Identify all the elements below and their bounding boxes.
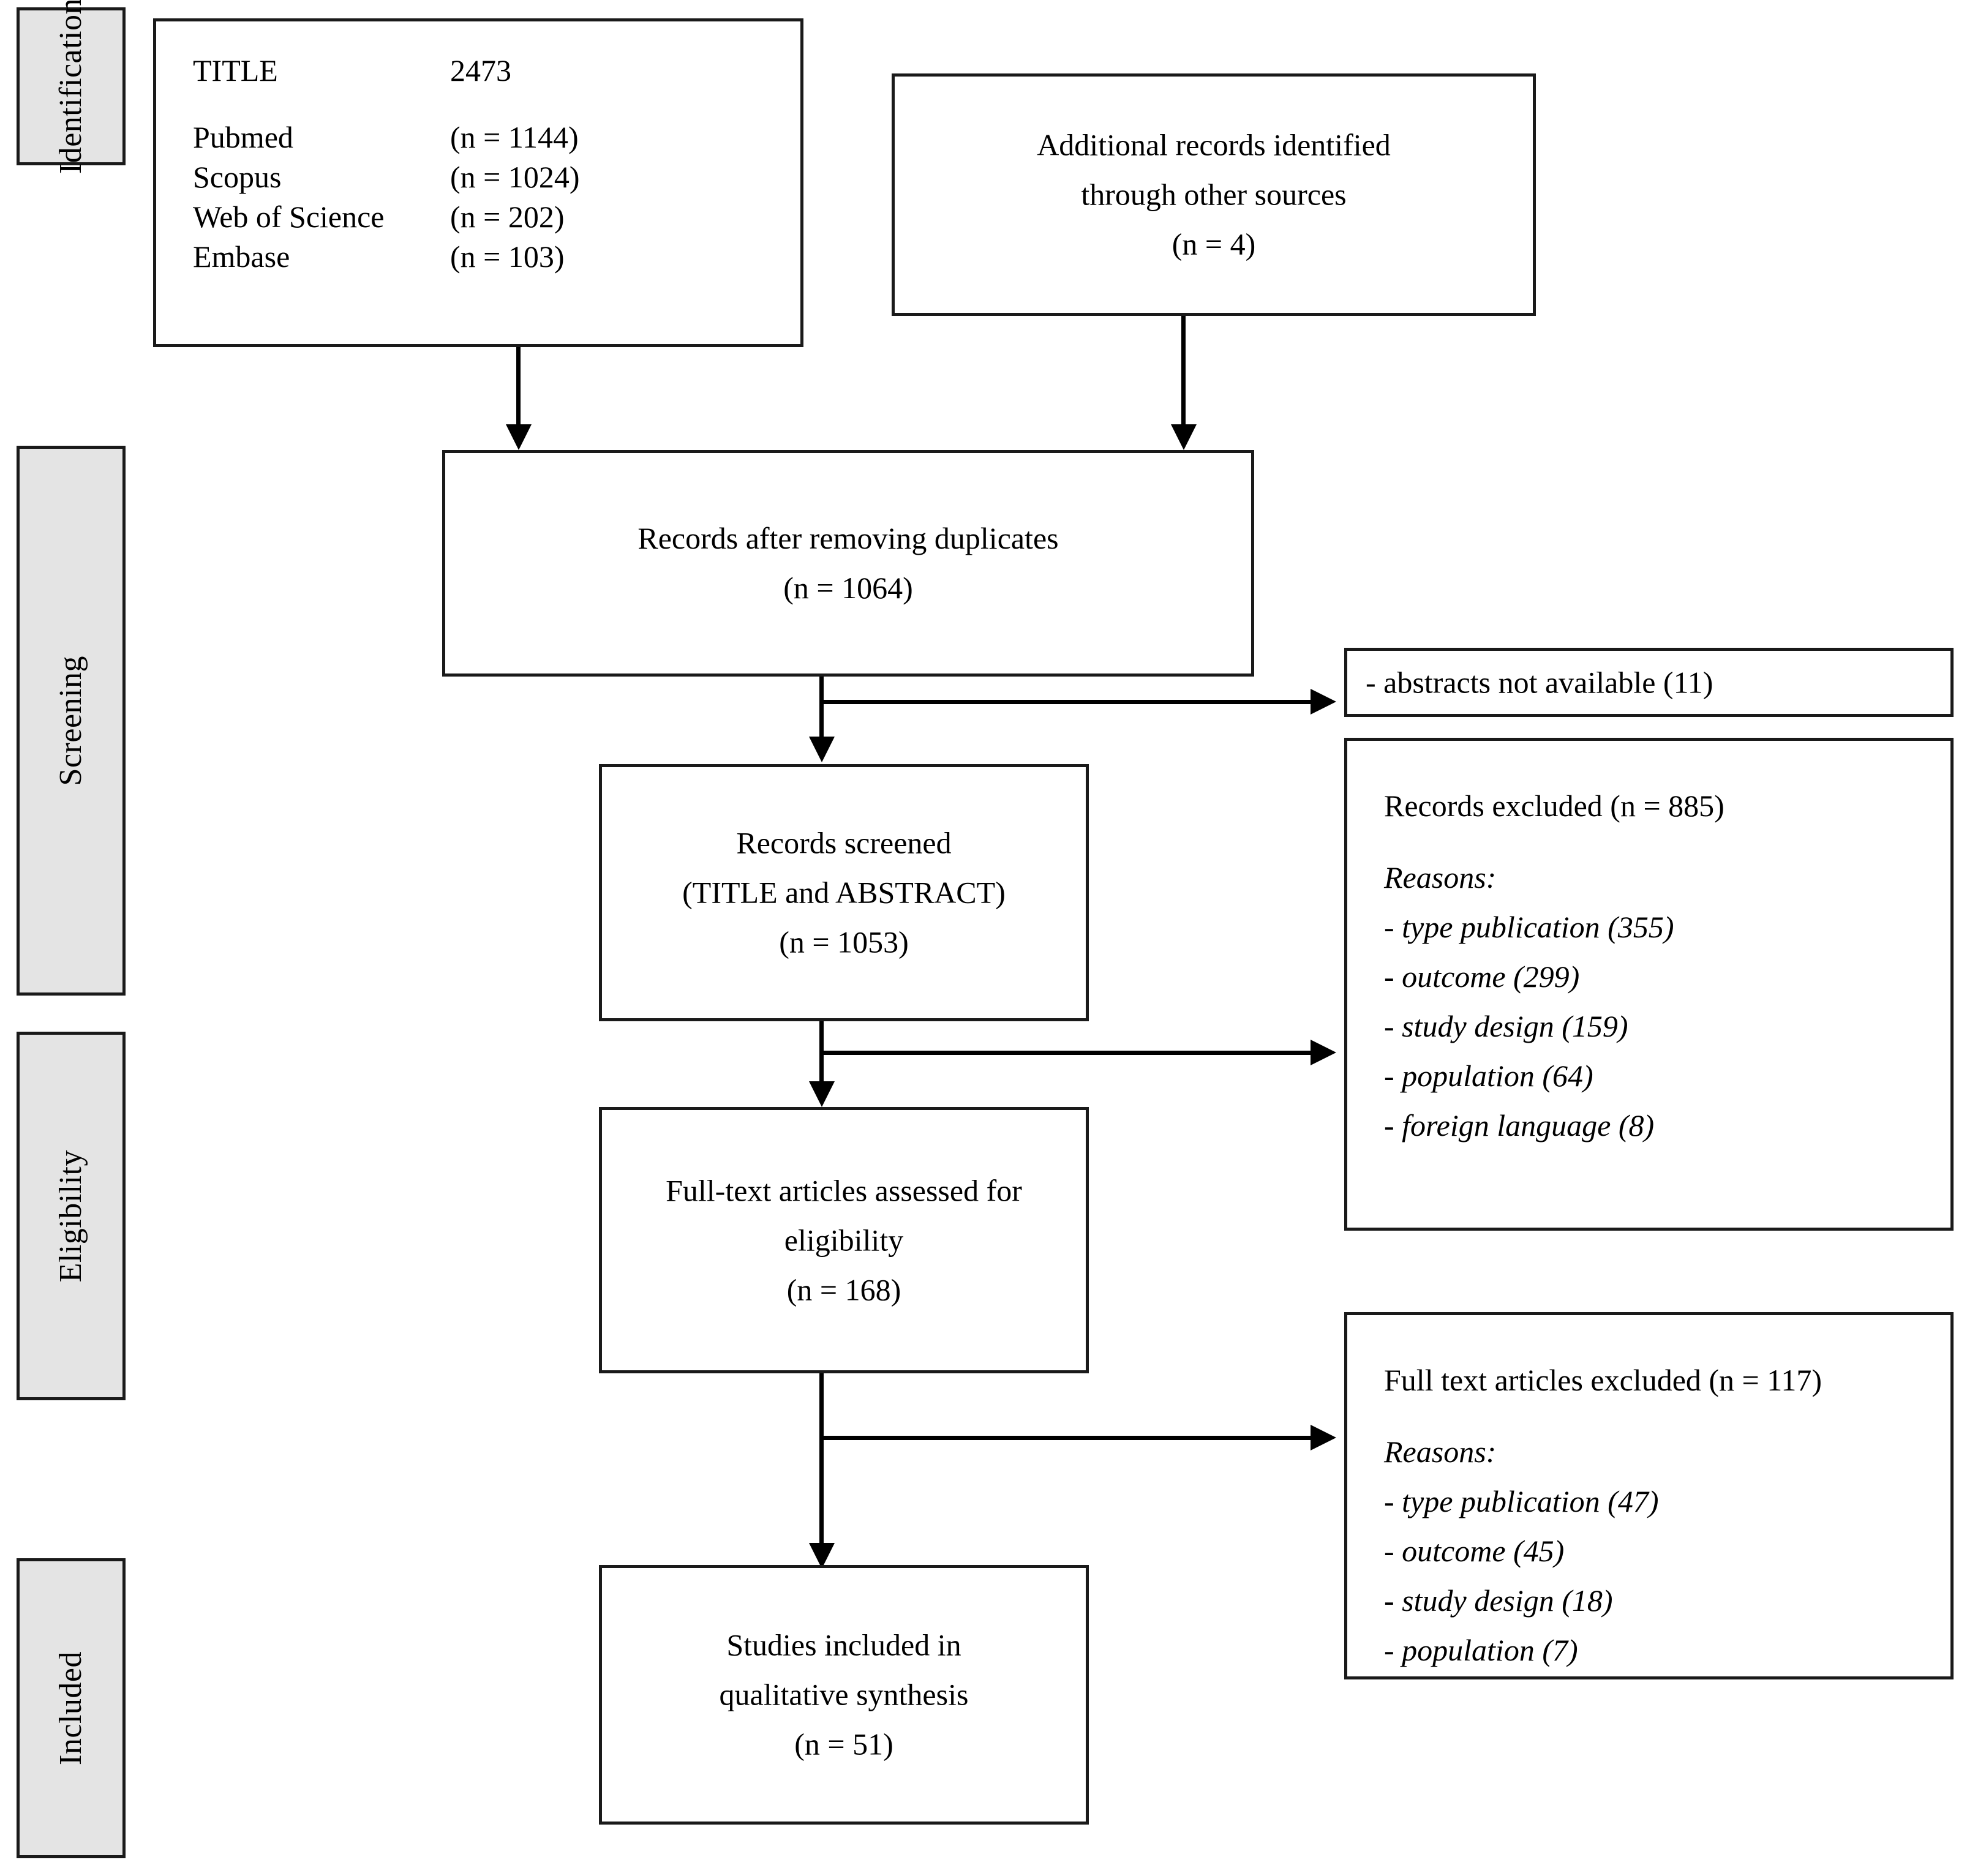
fulltext-excluded-reasons-label: Reasons: [1384, 1435, 1497, 1469]
stage-label-included: Included [53, 1651, 88, 1765]
identification-sources-box: TITLE 2473 Pubmed (n = 1144) Scopus (n =… [153, 18, 803, 347]
records-excluded-reason-outcome: - outcome (299) [1384, 959, 1580, 994]
arrowhead-assessed-to-fulltext-excluded [1311, 1425, 1336, 1450]
abstracts-not-available-content: - abstracts not available (11) [1347, 658, 1950, 707]
records-after-duplicates-box: Records after removing duplicates (n = 1… [442, 450, 1254, 677]
records-screened-count: (n = 1053) [779, 925, 909, 959]
source-name-pubmed: Pubmed [193, 120, 293, 154]
connector-duplicates-to-abstracts [824, 700, 1314, 704]
arrowhead-screened-to-assessed [809, 1081, 835, 1107]
table-row: Embase (n = 103) [193, 237, 580, 277]
stage-chip-identification: Identification [17, 0, 126, 174]
connector-assessed-to-included [819, 1373, 824, 1557]
studies-included-line1: Studies included in [726, 1627, 961, 1662]
fulltext-assessed-line2: eligibility [784, 1223, 904, 1257]
connector-duplicates-to-screened [819, 677, 824, 744]
records-screened-box: Records screened (TITLE and ABSTRACT) (n… [599, 764, 1089, 1021]
arrowhead-additional-to-duplicates [1171, 424, 1197, 450]
connector-assessed-to-fulltext-excluded [824, 1436, 1314, 1440]
connector-sources-to-duplicates [516, 347, 521, 429]
records-excluded-reason-foreign-language: - foreign language (8) [1384, 1108, 1655, 1142]
records-after-duplicates-content: Records after removing duplicates (n = 1… [445, 514, 1251, 613]
table-row-title: TITLE 2473 [193, 51, 580, 91]
arrowhead-duplicates-to-screened [809, 737, 835, 762]
identification-sources-content: TITLE 2473 Pubmed (n = 1144) Scopus (n =… [156, 21, 800, 277]
table-row: Pubmed (n = 1144) [193, 118, 580, 157]
studies-included-line2: qualitative synthesis [719, 1677, 969, 1712]
arrowhead-sources-to-duplicates [506, 424, 532, 450]
studies-included-count: (n = 51) [794, 1727, 893, 1762]
studies-included-box: Studies included in qualitative synthesi… [599, 1565, 1089, 1825]
stage-chip-included: Included [17, 1558, 126, 1858]
records-excluded-reason-type-publication: - type publication (355) [1384, 910, 1674, 944]
fulltext-excluded-reason-outcome: - outcome (45) [1384, 1534, 1565, 1568]
source-count-pubmed: (n = 1144) [450, 120, 579, 154]
records-excluded-content: Records excluded (n = 885) Reasons: - ty… [1347, 741, 1950, 1150]
fulltext-assessed-count: (n = 168) [786, 1272, 901, 1307]
stage-chip-screening: Screening [17, 446, 126, 996]
records-after-duplicates-line1: Records after removing duplicates [637, 521, 1059, 555]
records-screened-content: Records screened (TITLE and ABSTRACT) (n… [602, 819, 1086, 967]
abstracts-not-available-text: - abstracts not available (11) [1366, 665, 1713, 699]
source-count-embase: (n = 103) [450, 239, 565, 274]
fulltext-excluded-box: Full text articles excluded (n = 117) Re… [1344, 1312, 1954, 1679]
abstracts-not-available-box: - abstracts not available (11) [1344, 648, 1954, 717]
fulltext-assessed-line1: Full-text articles assessed for [666, 1173, 1022, 1207]
records-excluded-reasons-label: Reasons: [1384, 860, 1497, 895]
arrowhead-assessed-to-included [809, 1543, 835, 1569]
stage-label-identification: Identification [53, 0, 88, 174]
arrowhead-screened-to-excluded [1311, 1040, 1336, 1065]
records-excluded-heading: Records excluded (n = 885) [1384, 789, 1724, 823]
table-row: Scopus (n = 1024) [193, 157, 580, 197]
records-excluded-box: Records excluded (n = 885) Reasons: - ty… [1344, 738, 1954, 1231]
records-screened-line2: (TITLE and ABSTRACT) [682, 875, 1006, 910]
fulltext-excluded-heading: Full text articles excluded (n = 117) [1384, 1363, 1822, 1397]
arrowhead-duplicates-to-abstracts [1311, 689, 1336, 715]
additional-records-line1: Additional records identified [1037, 127, 1391, 162]
connector-screened-to-excluded [824, 1051, 1314, 1055]
source-count-web-of-science: (n = 202) [450, 200, 565, 234]
additional-records-box: Additional records identified through ot… [892, 73, 1536, 316]
connector-additional-to-duplicates [1181, 316, 1186, 429]
source-name-scopus: Scopus [193, 160, 282, 194]
studies-included-content: Studies included in qualitative synthesi… [602, 1621, 1086, 1769]
title-label: TITLE [193, 53, 278, 88]
additional-records-line2: through other sources [1081, 177, 1347, 212]
stage-label-eligibility: Eligibility [53, 1149, 88, 1283]
source-count-scopus: (n = 1024) [450, 160, 580, 194]
fulltext-assessed-box: Full-text articles assessed for eligibil… [599, 1107, 1089, 1373]
table-row: Web of Science (n = 202) [193, 197, 580, 237]
fulltext-assessed-content: Full-text articles assessed for eligibil… [602, 1166, 1086, 1315]
fulltext-excluded-content: Full text articles excluded (n = 117) Re… [1347, 1315, 1950, 1675]
additional-records-count: (n = 4) [1172, 227, 1256, 261]
records-after-duplicates-count: (n = 1064) [783, 571, 913, 605]
stage-label-screening: Screening [53, 655, 88, 786]
source-name-web-of-science: Web of Science [193, 200, 385, 234]
records-excluded-reason-study-design: - study design (159) [1384, 1009, 1628, 1043]
fulltext-excluded-reason-population: - population (7) [1384, 1633, 1578, 1667]
source-counts-table: TITLE 2473 Pubmed (n = 1144) Scopus (n =… [193, 51, 580, 277]
source-name-embase: Embase [193, 239, 290, 274]
records-screened-line1: Records screened [736, 825, 952, 860]
stage-chip-eligibility: Eligibility [17, 1032, 126, 1400]
title-count: 2473 [450, 53, 511, 88]
connector-screened-to-assessed [819, 1021, 824, 1089]
fulltext-excluded-reason-type-publication: - type publication (47) [1384, 1484, 1659, 1518]
fulltext-excluded-reason-study-design: - study design (18) [1384, 1583, 1613, 1618]
additional-records-content: Additional records identified through ot… [895, 121, 1533, 269]
records-excluded-reason-population: - population (64) [1384, 1059, 1593, 1093]
